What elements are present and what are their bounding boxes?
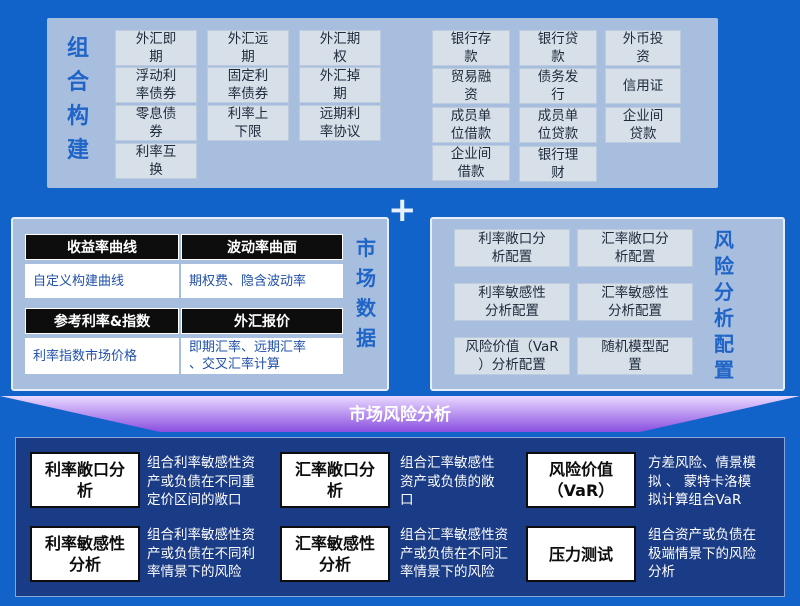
analysis-item-name[interactable]: 汇率敏感性 分析 [280, 526, 390, 582]
fx-quote-header[interactable]: 外汇报价 [181, 308, 343, 334]
portfolio-title: 组 合 构 建 [66, 36, 89, 163]
banner-label: 市场风险分析 [349, 405, 451, 425]
risk-config-item[interactable]: 利率敞口分 析配置 [454, 229, 570, 267]
analysis-item-desc: 组合利率敏感性资 产或负债在不同重 定价区间的敞口 [147, 455, 255, 508]
analysis-item-name[interactable]: 利率敏感性 分析 [30, 526, 140, 582]
portfolio-item[interactable]: 固定利 率债券 [207, 67, 289, 103]
analysis-item-desc: 组合汇率敏感性 资产或负债的敞 口 [400, 455, 495, 508]
vol-surface-header[interactable]: 波动率曲面 [181, 234, 343, 260]
portfolio-item[interactable]: 企业间 贷款 [605, 107, 681, 143]
portfolio-item[interactable]: 浮动利 率债券 [115, 67, 197, 103]
portfolio-item[interactable]: 企业间 借款 [432, 145, 510, 181]
portfolio-item[interactable]: 外汇即 期 [115, 30, 197, 66]
analysis-item-desc: 组合资产或负债在 极端情景下的风险 分析 [648, 527, 756, 580]
risk-config-item[interactable]: 利率敏感性 分析配置 [454, 283, 570, 321]
risk-config-panel: 利率敞口分 析配置 汇率敞口分 析配置 利率敏感性 分析配置 汇率敏感性 分析配… [430, 217, 785, 391]
vol-surface-desc: 期权费、隐含波动率 [181, 264, 343, 298]
analysis-item-desc: 方差风险、情景模 拟 、 蒙特卡洛模 拟计算组合VaR [648, 455, 756, 508]
portfolio-item[interactable]: 外币投 资 [605, 30, 681, 66]
risk-config-item[interactable]: 汇率敞口分 析配置 [577, 229, 693, 267]
analysis-panel: 利率敞口分 析 组合利率敏感性资 产或负债在不同重 定价区间的敞口 汇率敞口分 … [15, 437, 785, 597]
yield-curve-desc: 自定义构建曲线 [25, 264, 179, 298]
analysis-item-desc: 组合汇率敏感性资 产或负债在不同汇 率情景下的风险 [400, 527, 508, 580]
portfolio-item[interactable]: 外汇远 期 [207, 30, 289, 66]
analysis-item-desc: 组合利率敏感性资 产或负债在不同利 率情景下的风险 [147, 527, 255, 580]
market-data-panel: 收益率曲线 自定义构建曲线 波动率曲面 期权费、隐含波动率 参考利率&指数 利率… [11, 217, 389, 391]
risk-config-title: 风 险 分 析 配 置 [714, 228, 734, 382]
portfolio-item[interactable]: 远期利 率协议 [299, 105, 381, 141]
portfolio-item[interactable]: 外汇期 权 [299, 30, 381, 66]
ref-rate-header[interactable]: 参考利率&指数 [25, 308, 179, 334]
portfolio-item[interactable]: 银行贷 款 [519, 30, 597, 66]
fx-quote-desc: 即期汇率、远期汇率 、交叉汇率计算 [181, 338, 343, 374]
yield-curve-header[interactable]: 收益率曲线 [25, 234, 179, 260]
portfolio-item[interactable]: 外汇掉 期 [299, 67, 381, 103]
analysis-item-name[interactable]: 汇率敞口分 析 [280, 452, 390, 508]
banner-arrow-shape [0, 396, 800, 432]
analysis-item-name[interactable]: 风险价值 （VaR） [526, 452, 636, 508]
risk-config-item[interactable]: 风险价值（VaR ）分析配置 [454, 337, 570, 375]
market-risk-banner: 市场风险分析 [0, 396, 800, 432]
portfolio-item[interactable]: 成员单 位借款 [432, 107, 510, 143]
portfolio-item[interactable]: 贸易融 资 [432, 68, 510, 104]
plus-icon: + [388, 190, 417, 230]
portfolio-item[interactable]: 债务发 行 [519, 68, 597, 104]
portfolio-construction-panel: 组 合 构 建 外汇即 期 外汇远 期 外汇期 权 浮动利 率债券 固定利 率债… [47, 18, 718, 188]
portfolio-item[interactable]: 利率互 换 [115, 143, 197, 179]
portfolio-item[interactable]: 信用证 [605, 68, 681, 104]
portfolio-item[interactable]: 成员单 位贷款 [519, 107, 597, 143]
portfolio-item[interactable]: 银行理 财 [519, 146, 597, 182]
risk-config-item[interactable]: 随机模型配 置 [577, 337, 693, 375]
portfolio-item[interactable]: 银行存 款 [432, 30, 510, 66]
risk-config-item[interactable]: 汇率敏感性 分析配置 [577, 283, 693, 321]
analysis-item-name[interactable]: 利率敞口分 析 [30, 452, 140, 508]
portfolio-item[interactable]: 利率上 下限 [207, 105, 289, 141]
market-data-title: 市 场 数 据 [356, 236, 376, 350]
ref-rate-desc: 利率指数市场价格 [25, 338, 179, 374]
analysis-item-name[interactable]: 压力测试 [526, 526, 636, 582]
portfolio-item[interactable]: 零息债 券 [115, 105, 197, 141]
